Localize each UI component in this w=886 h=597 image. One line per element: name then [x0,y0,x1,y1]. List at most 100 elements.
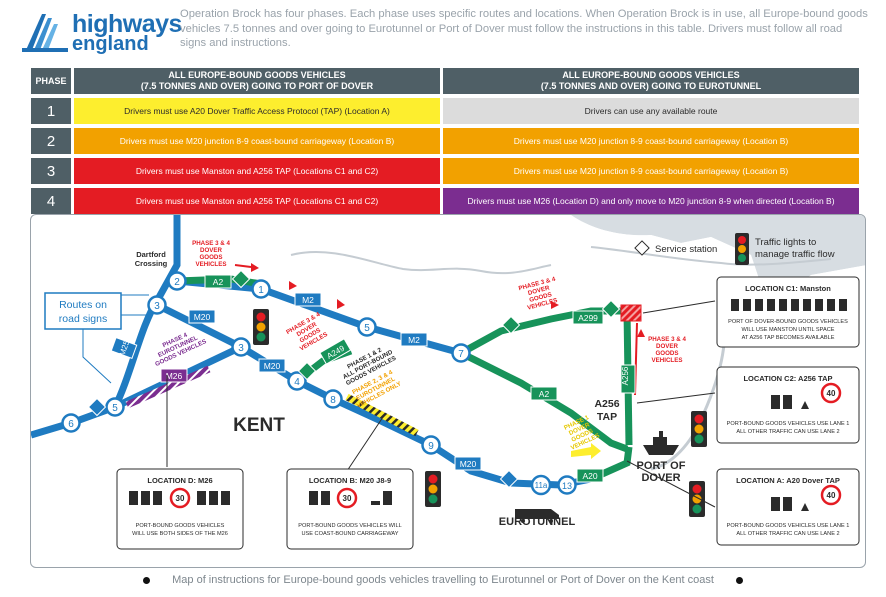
road-label-a2-east: A2 [530,386,558,401]
logo-word-england: england [72,33,149,55]
speed-limit-sign: 30 [169,487,191,509]
header-dover-line2: (7.5 TONNES AND OVER) GOING TO PORT OF D… [140,81,374,91]
junction-number: 9 [428,441,434,452]
table-row: 2 Drivers must use M20 junction 8-9 coas… [31,128,859,154]
junction-marker: 5 [357,317,377,337]
lorry-icons [129,491,230,505]
callout-d: LOCATION D: M26 30 PORT-BOUND GOODS VEHI… [116,468,244,550]
junction-marker: 9 [421,435,441,455]
header-eurotunnel-line2: (7.5 TONNES AND OVER) GOING TO EUROTUNNE… [540,81,762,91]
callout-leader-c2 [636,392,716,404]
dover-instruction: Drivers must use M20 junction 8-9 coast-… [74,128,440,154]
junction-marker: 4 [287,371,307,391]
service-station-icon [499,469,519,489]
callout-d-title: LOCATION D: M26 [147,476,212,485]
road-label-m20-east: M20 [454,456,482,471]
junction-number: 3 [154,301,160,312]
junction-marker: 11a [530,474,552,496]
road-label-m2-west-text: M2 [302,295,314,305]
flow-label-line: GOODS [199,254,222,261]
phase-number: 3 [31,158,71,184]
caption-text: Map of instructions for Europe-bound goo… [172,574,714,586]
callout-b-text-2: USE COAST-BOUND CARRIAGEWAY [302,531,399,537]
lorry-icons [309,491,392,505]
header-dover: ALL EUROPE-BOUND GOODS VEHICLES(7.5 TONN… [74,68,440,94]
speed-limit-value: 30 [343,494,352,503]
callout-c1-title: LOCATION C1: Manston [745,284,831,293]
road-label-m20-mid-text: M20 [264,361,281,371]
junction-number: 3 [238,343,244,354]
road-label-m20-west-text: M20 [194,312,211,322]
road-label-m26-text: M26 [166,371,183,381]
logo-mark-icon [22,14,68,52]
header-eurotunnel-line1: ALL EUROPE-BOUND GOODS VEHICLES [562,70,740,80]
service-station-icon [87,397,107,417]
flow-label-line: DOVER [656,343,679,350]
dover-instruction: Drivers must use Manston and A256 TAP (L… [74,188,440,214]
callout-c1-text-2: WILL USE MANSTON UNTIL SPACE [742,327,835,333]
road-label-a20-text: A20 [582,471,597,481]
junction-number: 5 [364,323,370,334]
callout-c1-text-3: AT A256 TAP BECOMES AVAILABLE [742,335,835,341]
traffic-lights-icon [253,309,269,345]
callout-c2-title: LOCATION C2: A256 TAP [743,374,832,383]
legend-service-station-label: Service station [655,244,717,255]
lorry-icons [731,299,847,311]
road-a2-east [459,349,629,453]
logo-word-highways: highways [72,10,182,38]
north-kent-coast [590,246,832,266]
eurotunnel-instruction: Drivers must use M20 junction 8-9 coast-… [443,158,859,184]
phase-number: 4 [31,188,71,214]
flow-label-phase34-a299: PHASE 3 & 4 DOVER GOODS VEHICLES [518,276,558,312]
flow-label-line: PHASE 3 & 4 [192,240,230,247]
road-label-m2-east-text: M2 [408,335,420,345]
legend-traffic-lights: Traffic lights to manage traffic flow [735,233,835,265]
callout-c1-text-1: PORT OF DOVER-BOUND GOODS VEHICLES [728,319,848,325]
table-row: 4 Drivers must use Manston and A256 TAP … [31,188,859,214]
eurotunnel-instruction: Drivers can use any available route [443,98,859,124]
header-dover-line1: ALL EUROPE-BOUND GOODS VEHICLES [168,70,346,80]
junction-number: 4 [294,377,300,388]
junction-number: 1 [258,285,264,296]
place-port-line1: PORT OF [637,460,686,472]
road-m25-north [153,215,181,303]
flow-arrow-red [234,264,252,268]
callout-a: LOCATION A: A20 Dover TAP 40 PORT-BOUND … [716,468,860,546]
phase-number: 1 [31,98,71,124]
m26-queue-overlay [125,365,211,409]
junction-marker: 6 [61,413,81,433]
flow-label-phase34-a256: PHASE 3 & 4 DOVER GOODS VEHICLES [648,336,686,364]
callout-d-text-1: PORT-BOUND GOODS VEHICLES [136,523,225,529]
road-label-m20-east-text: M20 [460,459,477,469]
road-label-a299: A299 [572,310,604,325]
table-row: 3 Drivers must use Manston and A256 TAP … [31,158,859,184]
road-label-a256: A256 [620,364,636,394]
lorry-icons [771,497,809,511]
road-label-a299-text: A299 [578,313,598,323]
estuary-shape [181,215,865,295]
flow-label-line: DOVER [200,247,223,254]
road-label-a2-east-text: A2 [539,389,550,399]
caption-bullet-left [143,576,151,584]
junction-marker: 7 [451,343,471,363]
routes-box-line1: Routes on [59,299,107,311]
traffic-lights-icon [425,471,441,507]
road-label-a20: A20 [576,468,604,483]
callout-c2-text-1: PORT-BOUND GOODS VEHICLES USE LANE 1 [727,421,850,427]
road-label-a249: A249 [319,338,352,365]
road-label-m20-west: M20 [188,309,216,324]
header: highways england Operation Brock has fou… [0,0,886,62]
place-a256-tap-line1: A256 [594,398,619,410]
flow-label-line: PHASE 3 & 4 [648,336,686,343]
lorry-icons [771,395,809,409]
callout-leader-c1 [642,300,716,314]
junction-number: 7 [458,349,464,360]
table-header-row: PHASE ALL EUROPE-BOUND GOODS VEHICLES(7.… [31,68,859,94]
flow-arrow-red-head [637,329,645,337]
service-station-icon [297,361,317,381]
callout-b-title: LOCATION B: M20 J8-9 [309,476,391,485]
speed-limit-value: 40 [827,491,836,500]
header-eurotunnel: ALL EUROPE-BOUND GOODS VEHICLES(7.5 TONN… [443,68,859,94]
traffic-lights-icon [691,411,707,447]
road-label-m26: M26 [160,368,188,383]
